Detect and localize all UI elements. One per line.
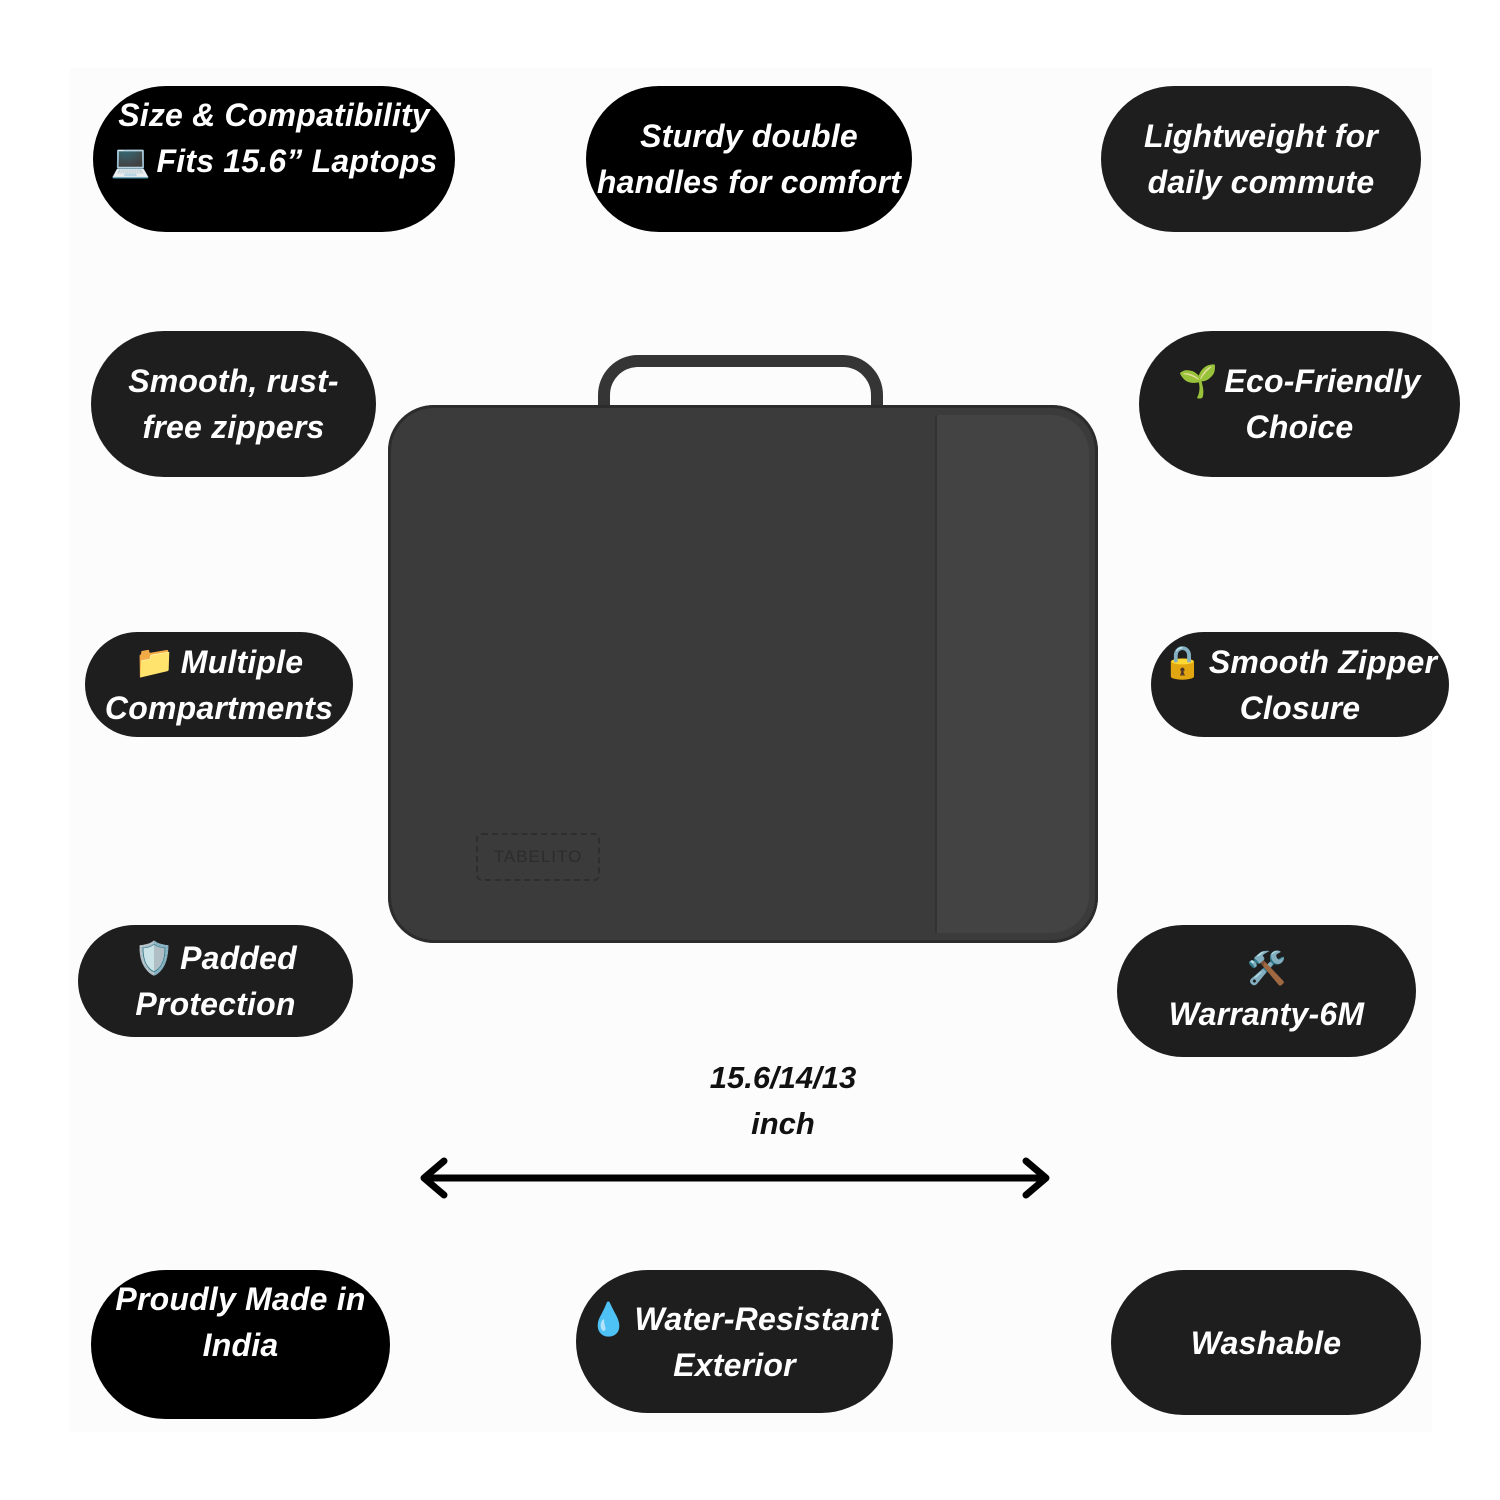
- feature-zippers: Smooth, rust- free zippers: [91, 331, 376, 477]
- feature-text: Size & Compatibility: [118, 97, 430, 133]
- droplet-icon: 💧: [588, 1300, 629, 1337]
- dimension-size: 15.6/14/13: [709, 1060, 857, 1095]
- feature-text: handles for comfort: [596, 164, 902, 200]
- feature-text: Lightweight for: [1143, 118, 1379, 154]
- folder-icon: 📁: [134, 643, 175, 680]
- feature-made-in-india: Proudly Made in India: [91, 1270, 390, 1419]
- feature-size-compatibility: Size & Compatibility 💻Fits 15.6” Laptops: [93, 86, 455, 232]
- feature-text: Protection: [135, 986, 296, 1022]
- feature-text: Closure: [1239, 689, 1361, 726]
- feature-text: Warranty-6M: [1168, 996, 1365, 1032]
- laptop-sleeve-image: TABELITO: [388, 405, 1098, 943]
- feature-text: Water-Resistant: [634, 1300, 881, 1337]
- feature-zipper-closure: 🔒Smooth Zipper Closure: [1151, 632, 1449, 737]
- feature-text: Padded: [180, 940, 297, 976]
- feature-text: daily commute: [1147, 164, 1375, 200]
- feature-text: Washable: [1190, 1324, 1342, 1361]
- feature-text: Fits 15.6” Laptops: [156, 143, 438, 179]
- feature-text: India: [202, 1327, 279, 1363]
- front-pocket: [935, 415, 1089, 933]
- dimension-unit: inch: [751, 1106, 815, 1141]
- width-arrow-icon: [420, 1157, 1050, 1199]
- feature-text: Compartments: [104, 689, 334, 726]
- feature-text: Smooth Zipper: [1208, 643, 1438, 680]
- shield-icon: 🛡️: [134, 940, 175, 976]
- feature-text: Multiple: [180, 643, 304, 680]
- hammer-wrench-icon: 🛠️: [1246, 950, 1287, 986]
- feature-padded-protection: 🛡️Padded Protection: [78, 925, 353, 1037]
- feature-compartments: 📁Multiple Compartments: [85, 632, 353, 737]
- feature-text: Choice: [1245, 409, 1354, 445]
- feature-text: Eco-Friendly: [1224, 363, 1421, 399]
- feature-text: Smooth, rust-: [128, 363, 339, 399]
- lock-icon: 🔒: [1162, 643, 1203, 680]
- feature-text: Exterior: [673, 1346, 796, 1383]
- dimension-label: 15.6/14/13 inch: [683, 1055, 883, 1147]
- feature-water-resistant: 💧Water-Resistant Exterior: [576, 1270, 893, 1413]
- seedling-icon: 🌱: [1178, 363, 1219, 399]
- feature-lightweight: Lightweight for daily commute: [1101, 86, 1421, 232]
- feature-washable: Washable: [1111, 1270, 1421, 1415]
- feature-text: free zippers: [142, 409, 325, 445]
- feature-eco-friendly: 🌱Eco-Friendly Choice: [1139, 331, 1460, 477]
- desktop-computer-icon: 💻: [110, 143, 151, 179]
- brand-logo-patch: TABELITO: [476, 833, 600, 881]
- feature-text: Proudly Made in: [115, 1281, 366, 1317]
- feature-warranty: 🛠️ Warranty-6M: [1117, 925, 1416, 1057]
- feature-sturdy-handles: Sturdy double handles for comfort: [586, 86, 912, 232]
- feature-text: Sturdy double: [640, 118, 858, 154]
